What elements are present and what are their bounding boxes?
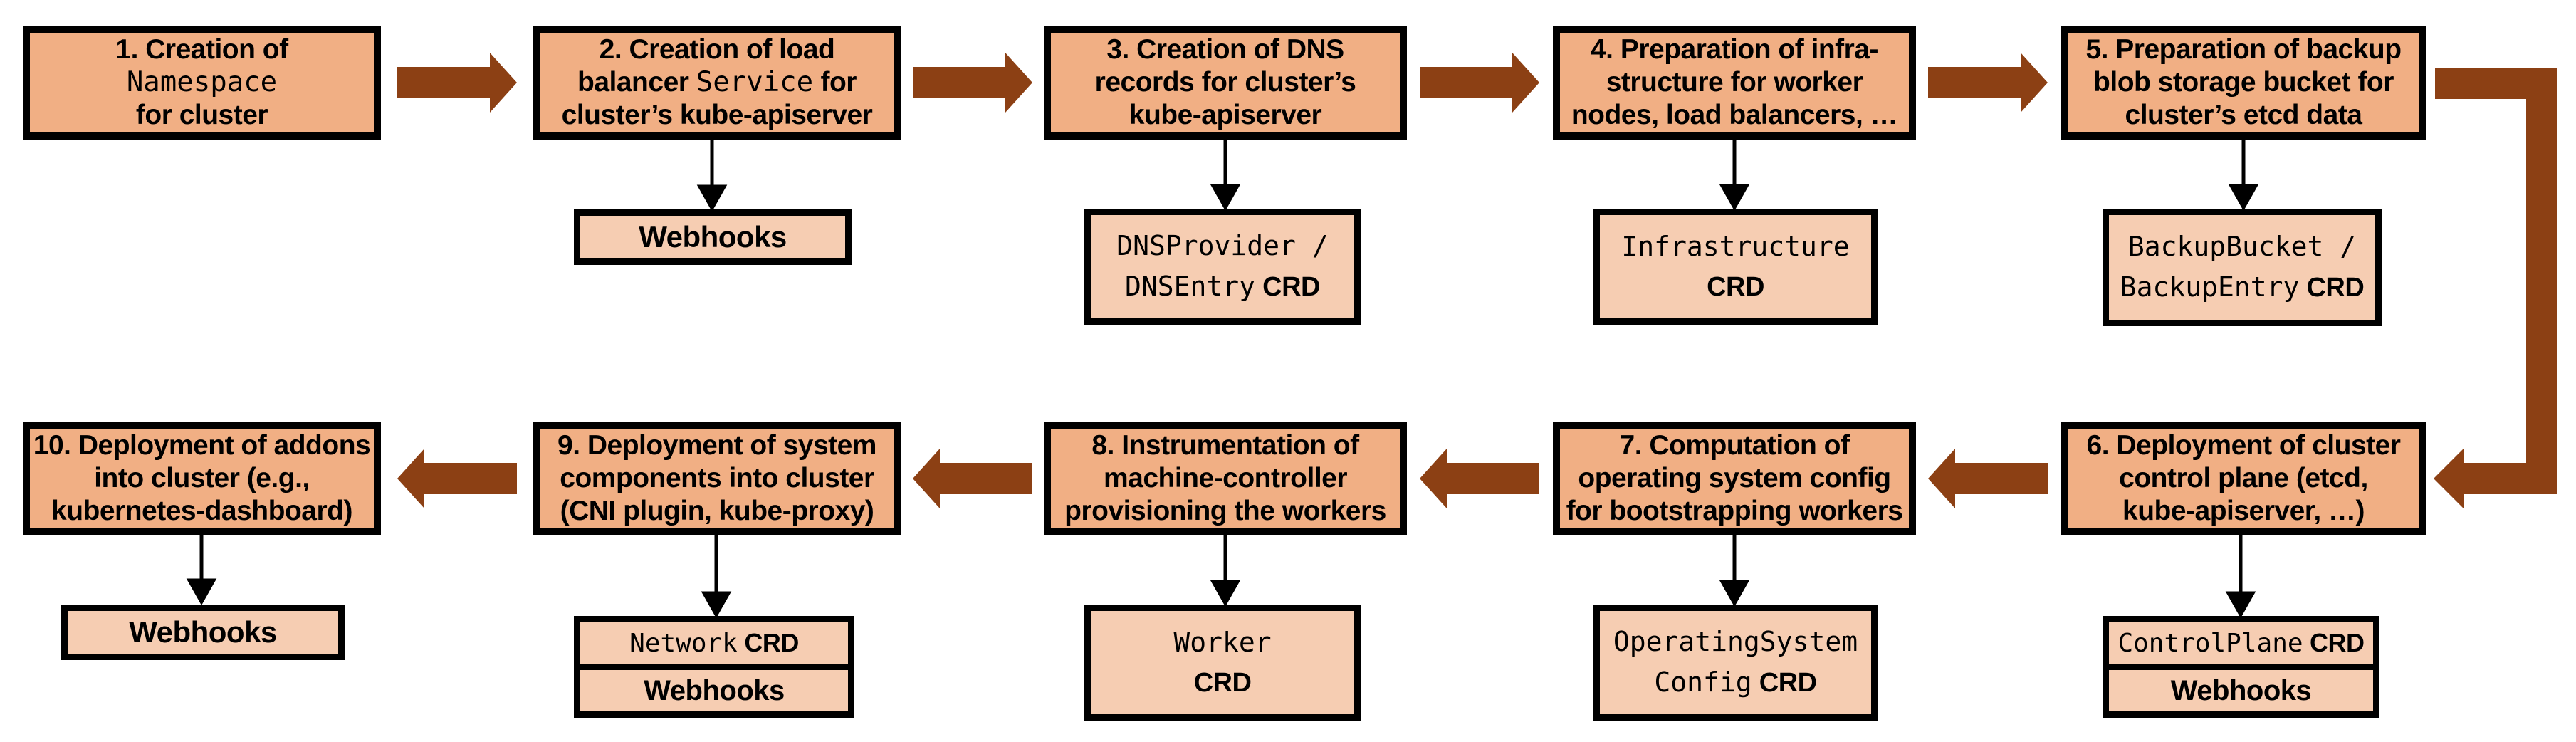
text-segment: balancer: [577, 67, 696, 98]
box-line: 1. Creation of: [115, 34, 288, 65]
artifact-box-backup-crd: BackupBucket / BackupEntry CRD: [2103, 209, 2382, 326]
box-line: Webhooks: [639, 220, 787, 254]
artifact-box-webhooks-10: Webhooks: [61, 605, 345, 660]
box-line: 9. Deployment of system: [557, 430, 876, 461]
crd-segment: CRD: [737, 628, 799, 657]
box-line: 4. Preparation of infra-: [1590, 34, 1879, 65]
step-box-8: 8. Instrumentation of machine-controller…: [1044, 422, 1407, 535]
box-line: 3. Creation of DNS: [1106, 34, 1344, 65]
artifact-box-operatingsystemconfig-crd: OperatingSystem Config CRD: [1593, 605, 1878, 721]
connector-arrowhead-6: [2225, 591, 2256, 619]
box-line: 7. Computation of: [1619, 430, 1850, 461]
code-segment: Service: [696, 66, 814, 98]
artifact-box-webhooks-2: Webhooks: [574, 209, 852, 265]
artifact-box-dns-crd: DNSProvider / DNSEntry CRD: [1084, 209, 1361, 325]
box-line: 8. Instrumentation of: [1091, 430, 1359, 461]
crd-segment: CRD: [1752, 668, 1817, 698]
box-line: into cluster (e.g.,: [94, 463, 310, 493]
box-line: Webhooks: [129, 615, 277, 649]
flow-arrow-left-8-9: [913, 449, 1032, 508]
connector-arrowhead-4: [1719, 184, 1750, 211]
box-line: Config CRD: [1600, 662, 1871, 704]
connector-arrowhead-3: [1210, 184, 1241, 211]
box-line: 2. Creation of load: [599, 34, 835, 65]
code-segment: Config: [1654, 667, 1752, 698]
artifact-row-controlplane-crd: ControlPlane CRD: [2109, 622, 2373, 664]
box-line: kube-apiserver, …): [2122, 496, 2365, 526]
artifact-row-webhooks-6: Webhooks: [2109, 664, 2373, 711]
box-line: BackupBucket /: [2127, 231, 2357, 262]
box-line: cluster’s kube-apiserver: [561, 100, 873, 130]
artifact-stack-controlplane: ControlPlane CRD Webhooks: [2103, 616, 2379, 718]
code-segment: Network: [629, 628, 738, 658]
flow-arrow-left-6-7: [1928, 449, 2048, 508]
box-line: DNSEntry CRD: [1091, 266, 1354, 308]
text-segment: for: [813, 67, 857, 98]
box-line: nodes, load balancers, …: [1571, 100, 1898, 130]
box-line: balancer Service for: [540, 66, 894, 99]
crd-segment: CRD: [2303, 628, 2365, 657]
box-line: 5. Preparation of backup: [2085, 34, 2402, 65]
text-segment: Webhooks: [2170, 674, 2312, 706]
box-line: 10. Deployment of addons: [33, 430, 371, 461]
box-line: 6. Deployment of cluster: [2086, 430, 2401, 461]
box-line: control plane (etcd,: [2119, 463, 2368, 493]
box-line: DNSProvider /: [1116, 230, 1329, 261]
box-line: structure for worker: [1606, 67, 1863, 98]
step-box-2: 2. Creation of load balancer Service for…: [533, 26, 901, 140]
artifact-stack-network: Network CRD Webhooks: [574, 616, 854, 718]
connector-arrowhead-9: [701, 591, 732, 619]
box-line: for cluster: [135, 100, 268, 130]
step-box-3: 3. Creation of DNS records for cluster’s…: [1044, 26, 1407, 140]
step-box-9: 9. Deployment of system components into …: [533, 422, 901, 535]
connector-arrowhead-10: [186, 578, 217, 606]
box-line: OperatingSystem: [1613, 626, 1858, 657]
flow-arrow-right-3-4: [1420, 53, 1539, 113]
box-line: operating system config: [1578, 463, 1891, 493]
connector-arrowhead-2: [696, 184, 728, 212]
box-line: Infrastructure: [1621, 230, 1850, 262]
step-box-5: 5. Preparation of backup blob storage bu…: [2061, 26, 2426, 140]
flow-arrow-left-7-8: [1420, 449, 1539, 508]
crd-segment: CRD: [1255, 272, 1320, 302]
box-line: machine-controller: [1103, 463, 1348, 493]
code-segment: ControlPlane: [2117, 628, 2303, 658]
step-box-7: 7. Computation of operating system confi…: [1553, 422, 1916, 535]
flow-arrow-elbow-5-6: [2434, 68, 2557, 508]
step-box-10: 10. Deployment of addons into cluster (e…: [23, 422, 381, 535]
code-segment: DNSEntry: [1125, 271, 1256, 302]
connector-arrowhead-7: [1719, 580, 1750, 607]
box-line: kube-apiserver: [1129, 100, 1322, 130]
flow-arrow-right-1-2: [397, 53, 517, 113]
box-line: for bootstrapping workers: [1566, 496, 1903, 526]
artifact-box-worker-crd: Worker CRD: [1084, 605, 1361, 721]
text-segment: Webhooks: [644, 674, 785, 706]
box-line: blob storage bucket for: [2093, 67, 2394, 98]
box-line: Worker: [1173, 626, 1272, 658]
box-line: components into cluster: [560, 463, 874, 493]
box-line: records for cluster’s: [1094, 67, 1356, 98]
box-line: kubernetes-dashboard): [51, 496, 352, 526]
box-line: BackupEntry CRD: [2109, 267, 2375, 308]
crd-segment: CRD: [2299, 273, 2365, 303]
box-line: provisioning the workers: [1064, 496, 1386, 526]
step-box-6: 6. Deployment of cluster control plane (…: [2061, 422, 2426, 535]
step-box-1: 1. Creation of Namespace for cluster: [23, 26, 381, 140]
artifact-row-network-crd: Network CRD: [580, 622, 848, 664]
flow-arrow-left-9-10: [397, 449, 517, 508]
connector-arrowhead-8: [1210, 580, 1241, 607]
artifact-row-webhooks-9: Webhooks: [580, 664, 848, 711]
flow-arrow-right-4-5: [1928, 53, 2048, 113]
connector-arrowhead-5: [2228, 184, 2259, 211]
box-line: CRD: [1707, 271, 1764, 302]
step-box-4: 4. Preparation of infra- structure for w…: [1553, 26, 1916, 140]
box-line: CRD: [1193, 667, 1252, 698]
box-line: (CNI plugin, kube-proxy): [560, 496, 874, 526]
box-line: Namespace: [126, 66, 278, 98]
box-line: cluster’s etcd data: [2125, 100, 2362, 130]
code-segment: BackupEntry: [2120, 271, 2300, 303]
artifact-box-infrastructure-crd: Infrastructure CRD: [1593, 209, 1878, 325]
flow-arrow-right-2-3: [913, 53, 1032, 113]
